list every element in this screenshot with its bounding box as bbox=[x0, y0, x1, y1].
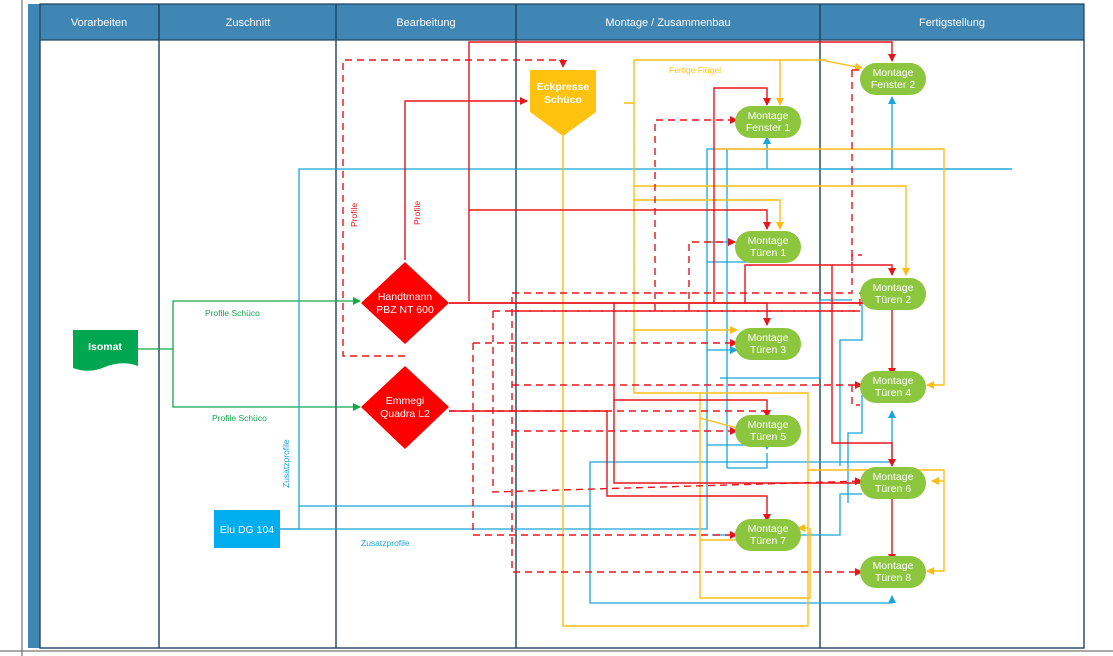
node-elu-label: Elu DG 104 bbox=[220, 524, 274, 536]
node-montage-tueren-6[interactable]: Montage Türen 6 bbox=[860, 467, 926, 499]
node-eckpresse-schueco[interactable]: Eckpresse Schüco bbox=[530, 70, 596, 136]
edge-label-profile-1: Profile bbox=[349, 203, 359, 227]
node-elu-dg-104[interactable]: Elu DG 104 bbox=[214, 510, 280, 548]
blue-connectors bbox=[279, 96, 1012, 604]
edge-label-zusatzprofile-vertical: Zusatzprofile bbox=[281, 439, 291, 488]
node-montage-fenster-1-label-1: Montage bbox=[748, 110, 789, 122]
node-montage-tueren-7-label-1: Montage bbox=[748, 523, 789, 535]
node-montage-fenster-1[interactable]: Montage Fenster 1 bbox=[735, 106, 801, 138]
node-handtmann-label-1: Handtmann bbox=[378, 291, 432, 303]
lane-title-montage-zusammenbau: Montage / Zusammenbau bbox=[605, 17, 730, 29]
node-montage-tueren-2-label-2: Türen 2 bbox=[875, 294, 911, 306]
node-montage-tueren-8[interactable]: Montage Türen 8 bbox=[860, 556, 926, 588]
node-isomat-label: Isomat bbox=[88, 341, 122, 353]
node-montage-tueren-4-label-2: Türen 4 bbox=[875, 387, 911, 399]
green-connectors bbox=[138, 297, 361, 411]
red-dashed-connectors bbox=[342, 59, 863, 576]
edge-label-profile-2: Profile bbox=[412, 201, 422, 225]
node-eckpresse-label-2: Schüco bbox=[544, 94, 582, 106]
node-montage-fenster-1-label-2: Fenster 1 bbox=[746, 122, 791, 134]
node-isomat[interactable]: Isomat bbox=[73, 330, 138, 371]
node-montage-tueren-7-label-2: Türen 7 bbox=[750, 535, 786, 547]
edge-label-profile-schueco-2: Profile Schüco bbox=[212, 413, 267, 423]
node-eckpresse-label-1: Eckpresse bbox=[537, 81, 590, 93]
node-emmegi-label-1: Emmegi bbox=[386, 395, 425, 407]
node-montage-tueren-1-label-2: Türen 1 bbox=[750, 247, 786, 259]
node-montage-fenster-2-label-2: Fenster 2 bbox=[871, 79, 916, 91]
node-emmegi-label-2: Quadra L2 bbox=[380, 408, 430, 420]
node-handtmann-label-2: PBZ NT 600 bbox=[376, 304, 434, 316]
node-montage-tueren-6-label-1: Montage bbox=[873, 471, 914, 483]
node-handtmann[interactable]: Handtmann PBZ NT 600 bbox=[361, 262, 449, 344]
node-montage-tueren-6-label-2: Türen 6 bbox=[875, 483, 911, 495]
node-montage-fenster-2[interactable]: Montage Fenster 2 bbox=[860, 63, 926, 95]
edge-label-profile-schueco-1: Profile Schüco bbox=[205, 308, 260, 318]
node-montage-tueren-8-label-2: Türen 8 bbox=[875, 572, 911, 584]
lane-title-bearbeitung: Bearbeitung bbox=[396, 17, 455, 29]
edge-label-fertige-fluegel: Fertige Flügel bbox=[669, 65, 721, 75]
node-montage-tueren-4-label-1: Montage bbox=[873, 375, 914, 387]
node-montage-tueren-3[interactable]: Montage Türen 3 bbox=[735, 328, 801, 360]
node-montage-tueren-1[interactable]: Montage Türen 1 bbox=[735, 231, 801, 263]
node-montage-tueren-3-label-2: Türen 3 bbox=[750, 344, 786, 356]
pool-band bbox=[28, 4, 40, 648]
lane-title-vorarbeiten: Vorarbeiten bbox=[71, 17, 127, 29]
lane-title-zuschnitt: Zuschnitt bbox=[226, 17, 271, 29]
node-montage-tueren-5-label-1: Montage bbox=[748, 419, 789, 431]
node-montage-tueren-7[interactable]: Montage Türen 7 bbox=[735, 519, 801, 551]
lane-header-bar bbox=[40, 4, 1084, 40]
node-montage-tueren-5[interactable]: Montage Türen 5 bbox=[735, 415, 801, 447]
edge-label-zusatzprofile-horizontal: Zusatzprofile bbox=[361, 538, 410, 548]
pool-border bbox=[39, 3, 1085, 649]
node-montage-tueren-1-label-1: Montage bbox=[748, 235, 789, 247]
node-montage-tueren-5-label-2: Türen 5 bbox=[750, 431, 786, 443]
red-solid-connectors bbox=[404, 41, 896, 562]
node-montage-fenster-2-label-1: Montage bbox=[873, 67, 914, 79]
node-montage-tueren-2[interactable]: Montage Türen 2 bbox=[860, 278, 926, 310]
node-montage-tueren-2-label-1: Montage bbox=[873, 282, 914, 294]
lane-title-fertigstellung: Fertigstellung bbox=[919, 17, 985, 29]
node-emmegi[interactable]: Emmegi Quadra L2 bbox=[361, 366, 449, 449]
node-montage-tueren-3-label-1: Montage bbox=[748, 332, 789, 344]
node-montage-tueren-4[interactable]: Montage Türen 4 bbox=[860, 371, 926, 403]
node-montage-tueren-8-label-1: Montage bbox=[873, 560, 914, 572]
